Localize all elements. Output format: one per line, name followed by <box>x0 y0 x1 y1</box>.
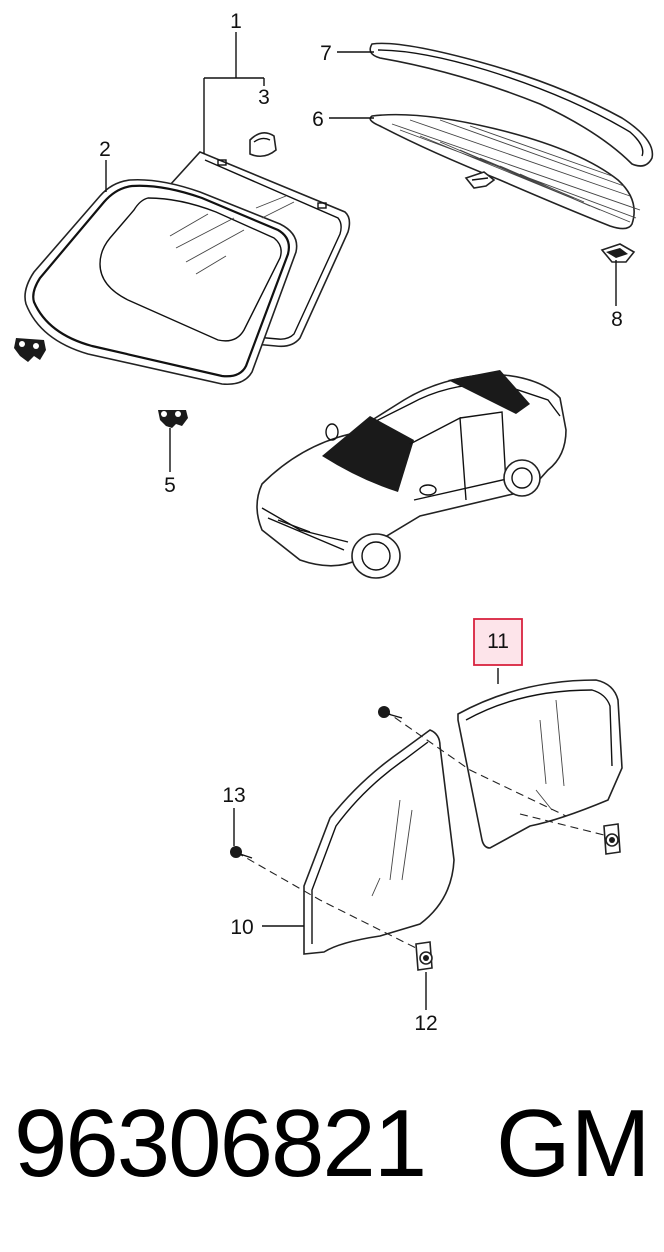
bolt-icon <box>378 706 403 719</box>
callout-11: 11 <box>487 630 509 653</box>
car-illustration <box>256 370 567 579</box>
callout-1: 1 <box>230 10 242 33</box>
part-5-clip-icon <box>158 410 188 428</box>
callout-2: 2 <box>99 138 111 161</box>
rear-window-molding <box>369 42 654 167</box>
assembly-line-11 <box>383 709 567 817</box>
callout-6: 6 <box>312 108 324 131</box>
part-8-clip-icon <box>600 243 636 263</box>
callout-8: 8 <box>611 308 623 331</box>
part-number: 96306821 <box>14 1090 427 1197</box>
highlight-box <box>473 618 523 666</box>
callout-10: 10 <box>230 916 253 939</box>
part-3-cap <box>249 132 277 158</box>
parts-diagram: 1 3 2 7 6 8 5 11 13 10 12 <box>14 10 654 1035</box>
windshield-glass <box>24 178 298 386</box>
rear-regulator-clip-icon <box>603 823 621 855</box>
assembly-line-10 <box>235 851 421 951</box>
callout-3: 3 <box>258 86 270 109</box>
rear-window-glass <box>369 113 641 230</box>
part-12-clip-icon <box>415 941 433 971</box>
callout-12: 12 <box>414 1012 437 1035</box>
rear-glass-clip-icon <box>464 171 496 189</box>
assembly-line-11b <box>519 813 609 837</box>
front-door-glass <box>303 729 455 955</box>
callout-7: 7 <box>320 42 332 65</box>
callout-5: 5 <box>164 474 176 497</box>
bolt-13-icon <box>230 846 253 859</box>
windshield-clip-icon <box>14 338 46 362</box>
callout-13: 13 <box>222 784 245 807</box>
leader-lines <box>105 32 617 1010</box>
brand-label: GM <box>496 1090 651 1197</box>
rear-door-glass <box>457 679 623 849</box>
